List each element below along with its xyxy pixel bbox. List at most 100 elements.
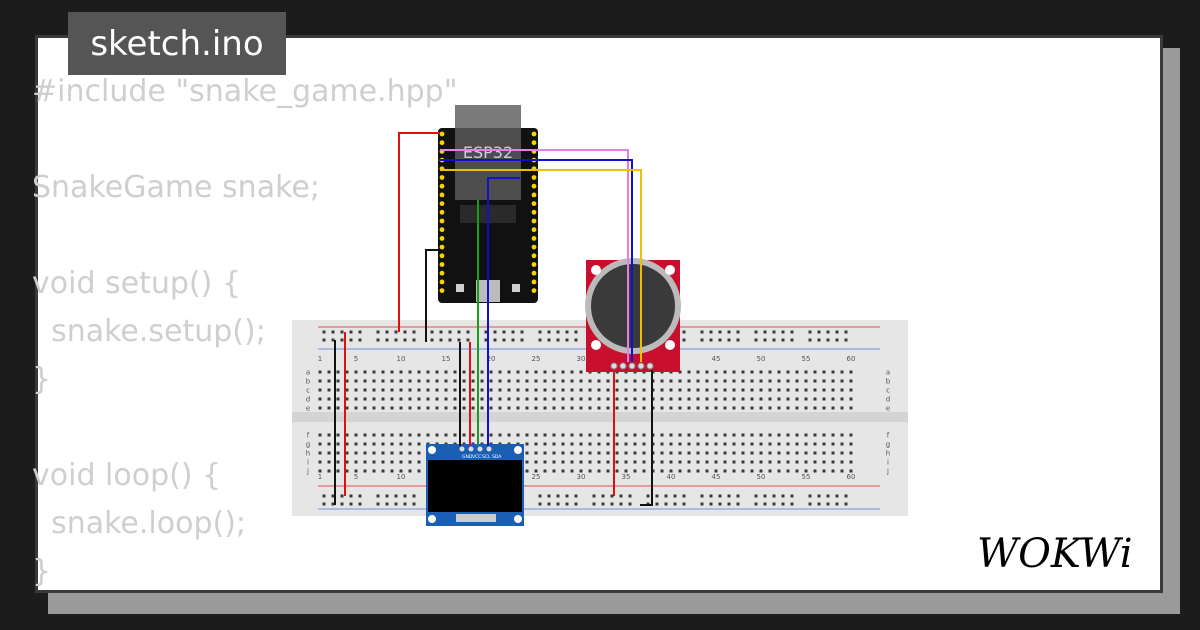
rail-hole [655, 502, 659, 506]
breadboard-hole [786, 469, 790, 473]
row-letter: b [886, 378, 891, 386]
breadboard-hole [444, 370, 448, 374]
code-editor[interactable]: #include "snake_game.hpp"SnakeGame snake… [32, 68, 458, 596]
breadboard-hole [579, 406, 583, 410]
rail-hole [610, 502, 614, 506]
breadboard-hole [552, 406, 556, 410]
breadboard-hole [642, 469, 646, 473]
column-number: 45 [712, 473, 721, 481]
rail-hole [574, 338, 578, 342]
breadboard-hole [633, 379, 637, 383]
breadboard-hole [354, 397, 358, 401]
row-letter: e [886, 405, 890, 413]
breadboard-hole [525, 451, 529, 455]
rail-hole [790, 494, 794, 498]
breadboard-hole [750, 460, 754, 464]
breadboard-hole [705, 442, 709, 446]
breadboard-hole [390, 406, 394, 410]
rail-hole [565, 330, 569, 334]
rail-hole [349, 338, 353, 342]
rail-hole [331, 330, 335, 334]
breadboard-hole [435, 388, 439, 392]
column-number: 60 [847, 355, 856, 363]
breadboard-hole [399, 388, 403, 392]
breadboard-hole [561, 469, 565, 473]
rail-hole [772, 330, 776, 334]
breadboard-hole [489, 397, 493, 401]
joystick-pin [646, 362, 654, 370]
breadboard-hole [462, 433, 466, 437]
rail-hole [682, 502, 686, 506]
rail-hole [844, 494, 848, 498]
breadboard-hole [489, 406, 493, 410]
rail-hole [763, 330, 767, 334]
breadboard-hole [642, 442, 646, 446]
breadboard-hole [633, 451, 637, 455]
column-number: 5 [354, 355, 358, 363]
oled-display[interactable] [426, 444, 524, 526]
wire-blue-joystick [440, 159, 633, 362]
rail-hole [844, 502, 848, 506]
breadboard-hole [471, 433, 475, 437]
breadboard-hole [723, 433, 727, 437]
rail-hole [835, 502, 839, 506]
breadboard-hole [705, 397, 709, 401]
breadboard-hole [669, 451, 673, 455]
breadboard-hole [822, 388, 826, 392]
column-number: 15 [442, 355, 451, 363]
rail-hole [385, 330, 389, 334]
breadboard-hole [714, 460, 718, 464]
row-letter: h [306, 450, 310, 458]
breadboard-hole [543, 388, 547, 392]
rail-hole [646, 494, 650, 498]
rail-hole [727, 494, 731, 498]
breadboard-hole [795, 397, 799, 401]
breadboard-hole [426, 388, 430, 392]
breadboard-hole [615, 469, 619, 473]
breadboard-hole [768, 442, 772, 446]
rail-hole [682, 338, 686, 342]
breadboard-hole [408, 388, 412, 392]
rail-hole [727, 330, 731, 334]
breadboard-hole [516, 388, 520, 392]
breadboard-hole [849, 460, 853, 464]
breadboard-hole [723, 442, 727, 446]
rail-hole [403, 338, 407, 342]
rail-hole [700, 502, 704, 506]
boot-button[interactable] [512, 284, 520, 292]
esp32-pin [439, 201, 445, 207]
rail-hole [412, 494, 416, 498]
breadboard-hole [588, 433, 592, 437]
breadboard-hole [372, 433, 376, 437]
reset-button[interactable] [456, 284, 464, 292]
rail-hole [754, 502, 758, 506]
breadboard-hole [732, 442, 736, 446]
breadboard-hole [318, 451, 322, 455]
file-tab[interactable]: sketch.ino [68, 12, 286, 75]
breadboard-hole [417, 460, 421, 464]
row-letter: a [306, 369, 310, 377]
column-number: 50 [757, 355, 766, 363]
breadboard-hole [831, 469, 835, 473]
breadboard-hole [336, 433, 340, 437]
breadboard-hole [318, 370, 322, 374]
rail-hole [376, 338, 380, 342]
breadboard-hole [579, 397, 583, 401]
rail-hole [601, 494, 605, 498]
breadboard-hole [507, 370, 511, 374]
breadboard-hole [678, 442, 682, 446]
breadboard-hole [561, 370, 565, 374]
rail-hole [349, 494, 353, 498]
rail-hole [394, 338, 398, 342]
breadboard-hole [633, 397, 637, 401]
row-letter: d [886, 396, 890, 404]
breadboard-hole [804, 469, 808, 473]
breadboard-hole [498, 397, 502, 401]
breadboard-hole [687, 442, 691, 446]
breadboard-hole [714, 469, 718, 473]
breadboard-hole [849, 370, 853, 374]
breadboard-hole [363, 388, 367, 392]
breadboard-hole [363, 370, 367, 374]
rail-hole [754, 338, 758, 342]
breadboard-hole [354, 451, 358, 455]
